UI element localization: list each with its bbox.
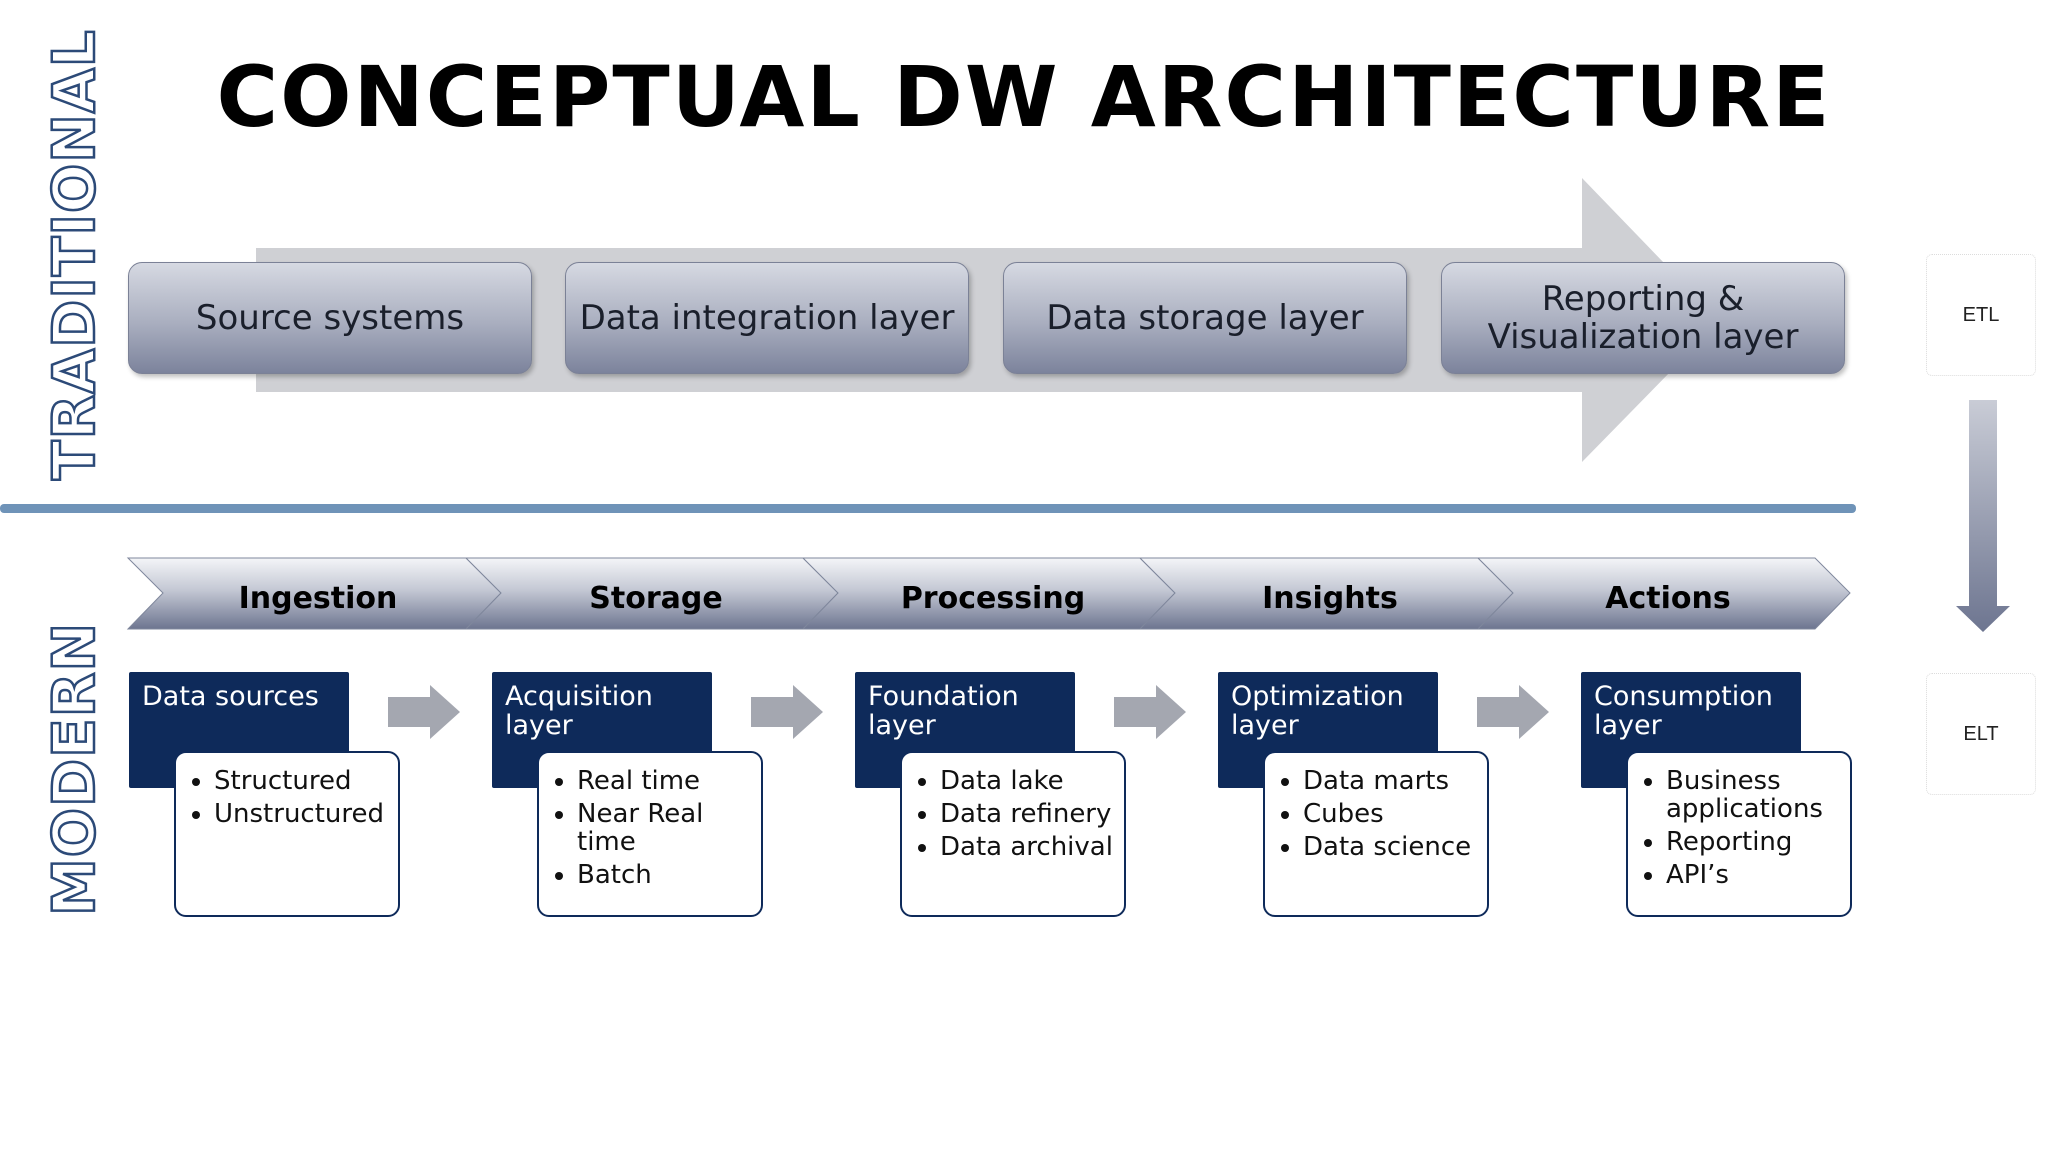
list-item: Batch	[577, 861, 753, 889]
detail-list: Real time Near Real time Batch	[557, 767, 753, 889]
list-item: API’s	[1666, 861, 1842, 889]
stage-insights: Insights	[1262, 580, 1398, 616]
list-item: Near Real time	[577, 800, 753, 856]
elt-box: ELT	[1926, 673, 2036, 795]
connector-arrow-icon	[388, 685, 460, 739]
layer-label: Data storage layer	[1046, 298, 1364, 338]
list-item: Data lake	[940, 767, 1116, 795]
stage-ingestion: Ingestion	[238, 580, 398, 616]
modern-layer-foundation-details: Data lake Data refinery Data archival	[900, 751, 1126, 917]
modern-layer-title: Data sources	[142, 681, 319, 712]
detail-list: Business applications Reporting API’s	[1646, 767, 1842, 889]
flow-arrow-shape	[256, 178, 1720, 462]
detail-list: Structured Unstructured	[194, 767, 390, 828]
list-item: Reporting	[1666, 828, 1842, 856]
layer-data-integration: Data integration layer	[565, 262, 969, 374]
list-item: Data refinery	[940, 800, 1116, 828]
layer-label: Source systems	[195, 298, 465, 338]
connector-arrow-icon	[1477, 685, 1549, 739]
modern-layer-title: Foundation layer	[868, 681, 1019, 741]
modern-layer-title: Optimization layer	[1231, 681, 1404, 741]
modern-layer-optimization-details: Data marts Cubes Data science	[1263, 751, 1489, 917]
list-item: Data science	[1303, 833, 1479, 861]
list-item: Structured	[214, 767, 390, 795]
modern-layer-title: Consumption layer	[1594, 681, 1773, 741]
layer-source-systems: Source systems	[128, 262, 532, 374]
list-item: Unstructured	[214, 800, 390, 828]
chevron-actions	[1476, 557, 1851, 630]
down-arrow-icon	[1956, 400, 2010, 632]
layer-reporting-visualization: Reporting & Visualization layer	[1441, 262, 1845, 374]
list-item: Real time	[577, 767, 753, 795]
detail-list: Data lake Data refinery Data archival	[920, 767, 1116, 861]
stage-actions: Actions	[1605, 580, 1731, 616]
connector-arrow-icon	[751, 685, 823, 739]
list-item: Data archival	[940, 833, 1116, 861]
modern-layer-consumption-details: Business applications Reporting API’s	[1626, 751, 1852, 917]
elt-label: ELT	[1963, 722, 1999, 745]
etl-label: ETL	[1962, 303, 2000, 326]
stage-processing: Processing	[900, 580, 1086, 616]
modern-layer-title: Acquisition layer	[505, 681, 653, 741]
layer-data-storage: Data storage layer	[1003, 262, 1407, 374]
list-item: Cubes	[1303, 800, 1479, 828]
modern-layer-acquisition-details: Real time Near Real time Batch	[537, 751, 763, 917]
layer-label: Reporting & Visualization layer	[1487, 279, 1799, 357]
etl-box: ETL	[1926, 254, 2036, 376]
layer-label: Data integration layer	[579, 298, 955, 338]
list-item: Data marts	[1303, 767, 1479, 795]
page-title: CONCEPTUAL DW ARCHITECTURE	[216, 48, 1832, 146]
list-item: Business applications	[1666, 767, 1842, 823]
connector-arrow-icon	[1114, 685, 1186, 739]
modern-layer-data-sources-details: Structured Unstructured	[174, 751, 400, 917]
stage-storage: Storage	[589, 580, 723, 616]
modern-layer-foundation: Foundation layer	[855, 672, 1075, 788]
section-divider	[0, 504, 1856, 513]
detail-list: Data marts Cubes Data science	[1283, 767, 1479, 861]
